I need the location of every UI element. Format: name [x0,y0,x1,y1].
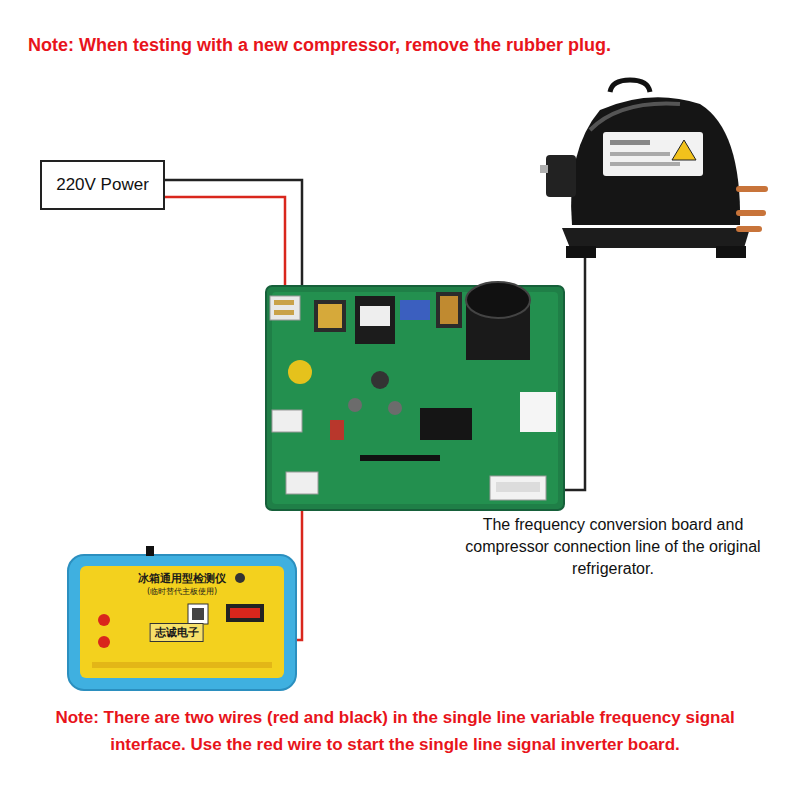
compressor-part [603,132,703,176]
tester-device [68,546,296,690]
inverter-board-part [288,360,312,384]
inverter-board-part [348,398,362,412]
inverter-board-part [496,482,540,492]
compressor-part [571,97,740,225]
device-text: (临时替代主板使用) [68,586,296,597]
compressor-part [610,140,650,145]
inverter-board-part [286,472,318,494]
power-wires-part [165,180,302,302]
inverter-board-part [400,300,430,320]
inverter-board-part [371,371,389,389]
tester-device-part [230,608,260,618]
inverter-board-part [490,476,546,500]
inverter-board-part [270,296,300,320]
tester-device-part [98,636,110,648]
note-text: Note: When testing with a new compressor… [28,34,773,56]
tester-panel: 冰箱通用型检测仪(临时替代主板使用) 志诚电子 [68,555,296,690]
inverter-board-part [330,420,344,440]
inverter-board-part [274,300,294,305]
tester-device-part [92,662,272,668]
callout-text: The frequency conversion board and compr… [444,514,782,580]
inverter-board-part [274,310,294,315]
inverter-board-part [360,306,390,326]
power-wires [165,180,302,322]
inverter-board-part [388,401,402,415]
compressor-part [610,80,650,92]
compressor-part [610,162,680,166]
compressor-part [672,140,696,160]
tester-device-part [226,604,264,622]
inverter-board [266,282,564,510]
inverter-board-part [440,296,458,324]
compressor-part [540,165,548,173]
inverter-board-part [318,304,342,328]
power-box: 220V Power [40,160,165,210]
tester-device-part [235,573,245,583]
compressor [540,80,768,258]
compressor-part [736,226,762,232]
note-text: Note: There are two wires (red and black… [30,704,760,758]
compressor-part [736,210,766,216]
device-text: 志诚电子 [150,623,204,642]
inverter-board-part [355,296,395,344]
device-text: 冰箱通用型检测仪 [68,571,296,586]
compressor-part [562,228,750,248]
inverter-board-part [520,392,556,432]
inverter-board-part [266,286,564,510]
tester-device-part [188,604,208,624]
compressor-part [590,104,680,130]
inverter-board-part [360,455,440,461]
inverter-board-part [314,300,346,332]
tester-device-part [98,614,110,626]
compressor-part [736,186,768,192]
inverter-board-part [466,282,530,318]
compressor-part [716,246,746,258]
inverter-board-part [420,408,472,440]
tester-device-part [192,608,204,620]
tester-device-part [146,546,154,556]
inverter-board-part [272,410,302,432]
compressor-part [610,152,670,156]
inverter-board-part [436,292,462,328]
tester-device-part [68,555,296,690]
inverter-board-part [272,292,558,504]
box-label: 220V Power [56,175,149,195]
compressor-part [546,155,576,197]
compressor-part [566,246,596,258]
